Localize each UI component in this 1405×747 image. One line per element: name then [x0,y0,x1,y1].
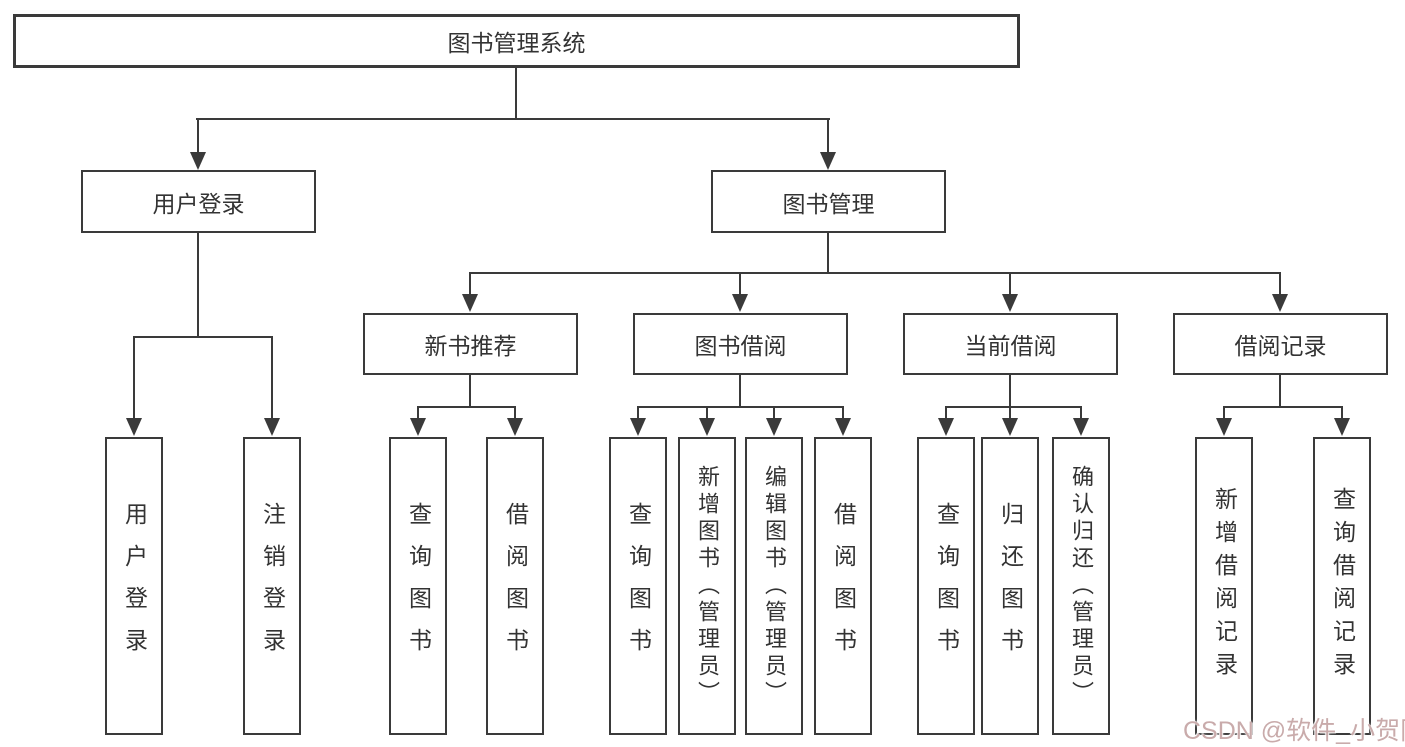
connector-line [637,406,844,408]
leaf-query-borrow-record: 查询借阅记录 [1313,437,1371,735]
leaf-user-login: 用户登录 [105,437,163,735]
leaf-add-borrow-record: 新增借阅记录 [1195,437,1253,735]
leaf-edit-books-admin: 编辑图书（管理员） [745,437,803,735]
node-book-borrow: 图书借阅 [633,313,848,375]
node-borrow-records-label: 借阅记录 [1234,333,1327,359]
leaf-user-login-label: 用户登录 [121,502,148,670]
arrow-down-icon [820,152,836,170]
connector-line [773,406,775,420]
connector-line [133,336,135,420]
connector-line [706,406,708,420]
connector-line [469,375,471,408]
arrow-down-icon [462,294,478,312]
connector-line [469,272,471,296]
connector-line [1279,272,1281,296]
connector-line [1279,375,1281,408]
connector-line [842,406,844,420]
leaf-query-books-1-label: 查询图书 [405,502,432,670]
node-new-book-recommend: 新书推荐 [363,313,578,375]
node-user-login: 用户登录 [81,170,316,233]
arrow-down-icon [732,294,748,312]
arrow-down-icon [766,418,782,436]
connector-line [637,406,639,420]
connector-line [739,272,741,296]
arrow-down-icon [126,418,142,436]
arrow-down-icon [1002,294,1018,312]
node-root-label: 图书管理系统 [447,30,586,56]
connector-line [1009,375,1011,408]
arrow-down-icon [699,418,715,436]
leaf-query-books-2: 查询图书 [609,437,667,735]
connector-line [1341,406,1343,420]
connector-line [827,118,829,154]
node-book-management: 图书管理 [711,170,946,233]
node-book-management-label: 图书管理 [782,190,875,217]
arrow-down-icon [1216,418,1232,436]
node-root: 图书管理系统 [13,14,1020,68]
connector-line [196,118,830,120]
watermark: CSDN @软件_小贺同学 [1183,717,1405,745]
leaf-add-books-admin-label: 新增图书（管理员） [695,464,720,708]
leaf-confirm-return-admin: 确认归还（管理员） [1052,437,1110,735]
connector-line [945,406,947,420]
connector-line [1223,406,1225,420]
connector-line [197,233,199,338]
node-user-login-label: 用户登录 [152,190,245,217]
leaf-return-books-label: 归还图书 [997,502,1024,670]
connector-line [271,336,273,420]
leaf-logout-label: 注销登录 [259,502,286,670]
connector-line [133,336,273,338]
connector-line [827,233,829,274]
leaf-query-borrow-record-label: 查询借阅记录 [1329,487,1356,685]
leaf-borrow-books-1-label: 借阅图书 [502,502,529,670]
arrow-down-icon [835,418,851,436]
leaf-confirm-return-admin-label: 确认归还（管理员） [1069,464,1094,708]
node-new-book-recommend-label: 新书推荐 [424,333,517,359]
leaf-return-books: 归还图书 [981,437,1039,735]
leaf-logout: 注销登录 [243,437,301,735]
arrow-down-icon [1073,418,1089,436]
arrow-down-icon [190,152,206,170]
connector-line [515,68,517,119]
connector-line [514,406,516,420]
leaf-borrow-books-2-label: 借阅图书 [830,502,857,670]
leaf-borrow-books-2: 借阅图书 [814,437,872,735]
connector-line [469,272,1281,274]
arrow-down-icon [1272,294,1288,312]
connector-line [945,406,1082,408]
node-current-borrow-label: 当前借阅 [964,333,1057,359]
connector-line [417,406,419,420]
connector-line [1009,272,1011,296]
connector-line [739,375,741,408]
connector-line [1009,406,1011,420]
arrow-down-icon [507,418,523,436]
connector-line [197,118,199,154]
leaf-add-borrow-record-label: 新增借阅记录 [1211,487,1238,685]
leaf-query-books-2-label: 查询图书 [625,502,652,670]
arrow-down-icon [630,418,646,436]
arrow-down-icon [264,418,280,436]
leaf-add-books-admin: 新增图书（管理员） [678,437,736,735]
leaf-borrow-books-1: 借阅图书 [486,437,544,735]
leaf-query-books-1: 查询图书 [389,437,447,735]
arrow-down-icon [1002,418,1018,436]
node-borrow-records: 借阅记录 [1173,313,1388,375]
node-current-borrow: 当前借阅 [903,313,1118,375]
leaf-query-books-3: 查询图书 [917,437,975,735]
arrow-down-icon [410,418,426,436]
connector-line [1223,406,1343,408]
leaf-query-books-3-label: 查询图书 [933,502,960,670]
arrow-down-icon [938,418,954,436]
node-book-borrow-label: 图书借阅 [694,333,787,359]
leaf-edit-books-admin-label: 编辑图书（管理员） [762,464,787,708]
connector-line [1080,406,1082,420]
arrow-down-icon [1334,418,1350,436]
connector-line [417,406,516,408]
